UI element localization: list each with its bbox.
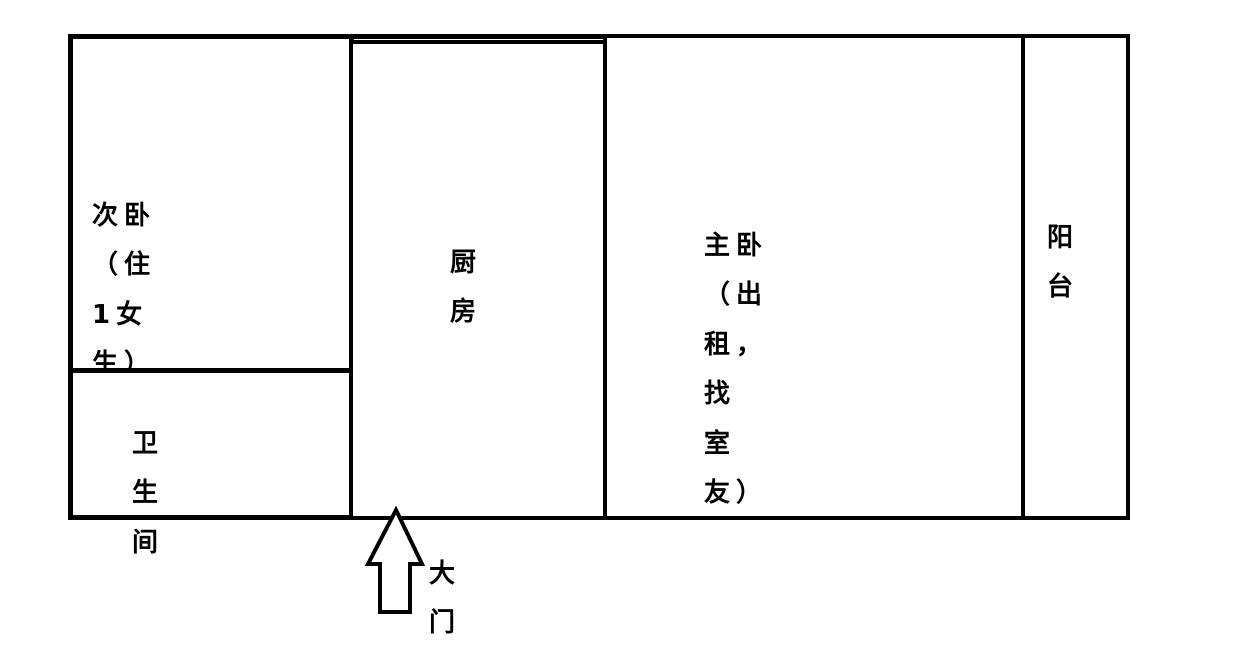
second-bedroom-label: 次卧（住1女生）	[92, 201, 157, 380]
entrance-label: 大门	[429, 559, 462, 639]
master-bedroom-label: 主卧（出租，找 室友）	[704, 231, 769, 508]
kitchen-label: 厨房	[450, 248, 483, 328]
entrance-arrow-icon	[364, 506, 426, 614]
bathroom-label: 卫生间	[132, 429, 165, 558]
master-bedroom-room	[603, 34, 1027, 520]
bathroom-room	[68, 368, 354, 520]
balcony-label: 阳台	[1047, 223, 1080, 303]
balcony-room	[1021, 34, 1130, 520]
kitchen-room	[349, 40, 607, 520]
second-bedroom-room	[68, 34, 354, 374]
